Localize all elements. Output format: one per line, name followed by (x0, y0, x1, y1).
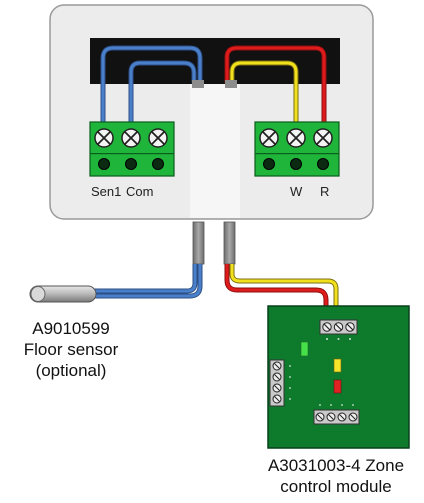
zone-control-module (267, 305, 410, 449)
floor-sensor-note: (optional) (35, 361, 107, 380)
screw-icon (121, 128, 141, 148)
floor-sensor-probe (29, 285, 97, 303)
screw-icon (94, 128, 114, 148)
thermostat-display (90, 38, 340, 84)
connector-stub-right (225, 80, 237, 88)
zone-module-caption: A3031003-4 Zone control module (248, 455, 424, 497)
terminal-label-sen1: Sen1 (91, 184, 122, 199)
screw-icon (259, 128, 279, 148)
terminal-label-com: Com (126, 184, 154, 199)
led-yellow (333, 358, 342, 373)
module-cable (224, 264, 339, 322)
screw-icon (333, 322, 344, 332)
cable-sleeve-right (223, 221, 236, 265)
terminal-block-power (254, 121, 340, 177)
zone-module-part-number: A3031003-4 Zone (267, 456, 405, 475)
floor-sensor-caption: A9010599 Floor sensor (optional) (0, 318, 142, 381)
zone-module-name: control module (280, 477, 392, 496)
terminal-label-r: R (320, 184, 330, 199)
cable-channel (190, 84, 240, 218)
screw-icon (148, 128, 168, 148)
terminal-block-sensor (89, 121, 175, 177)
sensor-wires-internal (100, 45, 203, 125)
led-green (300, 341, 309, 357)
screw-icon (345, 322, 355, 332)
sensor-cable (92, 264, 203, 299)
terminal-label-w: W (290, 184, 303, 199)
floor-sensor-name: Floor sensor (23, 340, 119, 359)
power-wires-internal (224, 45, 327, 125)
floor-sensor-part-number: A9010599 (32, 319, 110, 338)
screw-icon (322, 322, 332, 332)
screw-icon (313, 128, 333, 148)
connector-stub-left (192, 80, 204, 88)
cable-sleeve-left (192, 221, 205, 265)
led-red (333, 379, 342, 394)
screw-icon (286, 128, 306, 148)
